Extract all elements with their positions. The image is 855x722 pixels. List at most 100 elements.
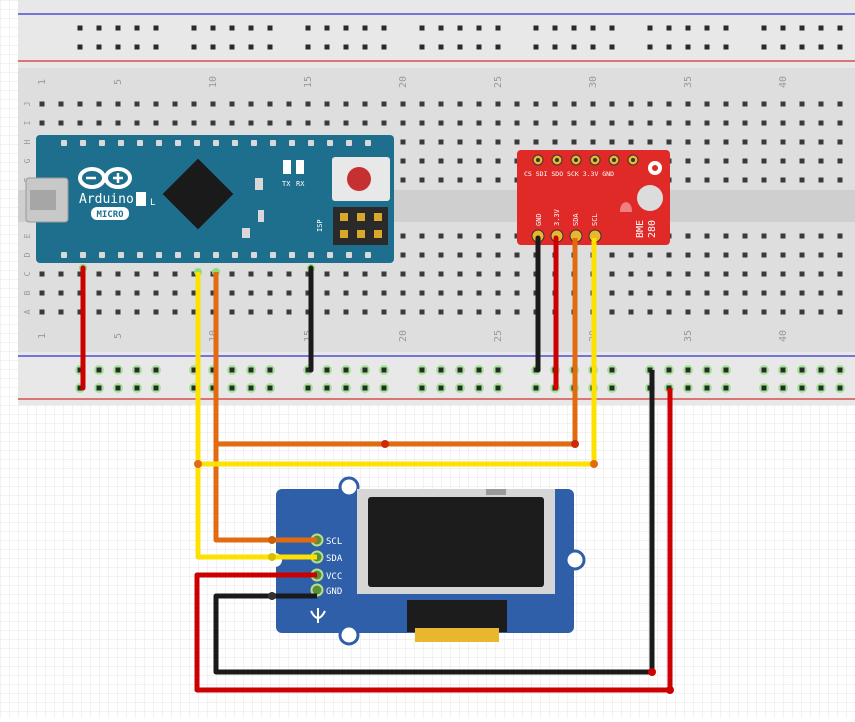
breadboard-hole — [400, 271, 406, 277]
row-letter-label: H — [23, 139, 32, 144]
breadboard-hole — [77, 101, 83, 107]
tx-label: TX — [282, 180, 291, 188]
breadboard-hole — [742, 101, 748, 107]
breadboard-hole — [343, 290, 349, 296]
breadboard-hole — [457, 309, 463, 315]
breadboard-hole — [685, 101, 691, 107]
breadboard-hole — [704, 252, 710, 258]
breadboard-hole — [400, 158, 406, 164]
breadboard-hole — [495, 290, 501, 296]
breadboard-hole — [419, 101, 425, 107]
isp-pins — [340, 213, 382, 238]
breadboard-hole — [666, 139, 672, 145]
row-letter-label: A — [23, 309, 32, 314]
breadboard-hole — [742, 177, 748, 183]
rail-hole — [495, 385, 501, 391]
column-number-label: 35 — [683, 76, 694, 88]
breadboard-hole — [267, 101, 273, 107]
rail-hole — [134, 44, 140, 50]
breadboard-hole — [704, 158, 710, 164]
column-number-label: 1 — [37, 79, 48, 85]
breadboard-hole — [134, 309, 140, 315]
breadboard-hole — [400, 177, 406, 183]
column-number-label: 15 — [303, 76, 314, 88]
rail-hole — [457, 25, 463, 31]
arduino-pin — [308, 140, 314, 146]
row-letter-label: C — [23, 271, 32, 276]
column-number-label: 20 — [398, 76, 409, 88]
rail-hole — [305, 367, 311, 373]
breadboard-hole — [495, 233, 501, 239]
breadboard-hole — [761, 120, 767, 126]
rail-hole — [96, 44, 102, 50]
led-l — [136, 192, 146, 206]
breadboard-hole — [210, 290, 216, 296]
breadboard-hole — [39, 101, 45, 107]
breadboard-hole — [58, 101, 64, 107]
rail-hole — [438, 44, 444, 50]
arduino-pin — [99, 252, 105, 258]
rail-hole — [305, 385, 311, 391]
wire-bend-point — [268, 536, 276, 544]
breadboard-hole — [837, 233, 843, 239]
breadboard-hole — [96, 271, 102, 277]
breadboard-hole — [134, 290, 140, 296]
breadboard-hole — [476, 271, 482, 277]
breadboard-hole — [457, 177, 463, 183]
arduino-pin — [365, 252, 371, 258]
arduino-pin — [289, 252, 295, 258]
rail-hole — [457, 44, 463, 50]
breadboard-hole — [704, 233, 710, 239]
breadboard-hole — [723, 120, 729, 126]
rail-hole — [818, 44, 824, 50]
rail-hole — [77, 44, 83, 50]
column-number-label: 20 — [398, 330, 409, 342]
breadboard-hole — [799, 252, 805, 258]
rail-hole — [153, 367, 159, 373]
arduino-pin — [346, 252, 352, 258]
rail-hole — [552, 44, 558, 50]
breadboard-hole — [457, 233, 463, 239]
breadboard-hole — [609, 120, 615, 126]
rail-hole — [476, 367, 482, 373]
rail-hole — [267, 44, 273, 50]
breadboard-hole — [457, 158, 463, 164]
breadboard-hole — [590, 101, 596, 107]
breadboard-hole — [761, 271, 767, 277]
breadboard-hole — [818, 177, 824, 183]
breadboard-hole — [666, 120, 672, 126]
rail-hole — [153, 44, 159, 50]
bme280-sensor — [637, 185, 663, 211]
rail-hole — [248, 367, 254, 373]
breadboard-hole — [457, 101, 463, 107]
rail-hole — [704, 367, 710, 373]
reset-button-cap[interactable] — [347, 167, 371, 191]
arduino-pin — [365, 140, 371, 146]
rail-hole — [191, 44, 197, 50]
rail-hole — [704, 44, 710, 50]
breadboard-hole — [58, 120, 64, 126]
breadboard-hole — [704, 139, 710, 145]
breadboard-hole — [704, 177, 710, 183]
arduino-logo — [78, 167, 132, 189]
breadboard-hole — [419, 120, 425, 126]
breadboard-hole — [476, 101, 482, 107]
breadboard-hole — [799, 101, 805, 107]
rail-hole — [324, 385, 330, 391]
rail-hole — [343, 25, 349, 31]
breadboard-hole — [837, 177, 843, 183]
breadboard-hole — [286, 120, 292, 126]
rx-led — [296, 160, 304, 174]
breadboard-hole — [58, 271, 64, 277]
rail-hole — [685, 44, 691, 50]
breadboard-hole — [799, 158, 805, 164]
bme280-name-1: BME — [635, 220, 646, 238]
column-number-label: 5 — [113, 79, 124, 85]
rail-hole — [210, 385, 216, 391]
breadboard: 11551010151520202525303035354040JIHGFEDC… — [18, 0, 855, 405]
breadboard-hole — [305, 290, 311, 296]
pin-hole — [555, 158, 559, 162]
arduino-pin — [327, 252, 333, 258]
breadboard-hole — [818, 233, 824, 239]
breadboard-hole — [647, 252, 653, 258]
